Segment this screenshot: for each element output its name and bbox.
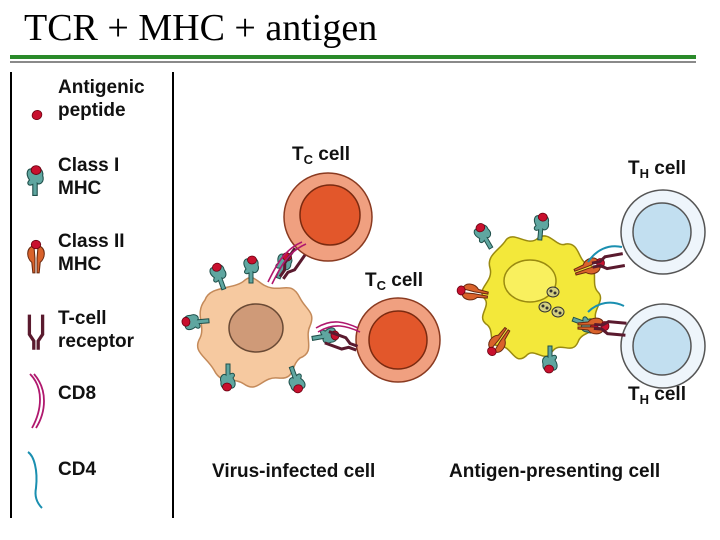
apc-nucleus [503, 259, 557, 303]
legend-right-border [172, 72, 174, 518]
tc-cell-top-nucleus [299, 184, 361, 246]
tc-cell-right-label: TC cell [365, 270, 423, 293]
page-title: TCR + MHC + antigen [24, 7, 378, 49]
legend-tcr-icon [27, 312, 45, 352]
legend-mhc2-icon [27, 239, 45, 274]
th-cell-top-label: TH cell [628, 158, 686, 181]
tc-right-cd8 [315, 321, 361, 333]
th-bottom-cd4 [587, 301, 625, 313]
th-top-cd4 [587, 245, 623, 263]
virus-cell-nucleus [228, 303, 284, 353]
legend-cd4-icon [27, 451, 43, 509]
th-cell-top-nucleus [632, 202, 692, 262]
legend-peptide-icon [30, 108, 44, 122]
apc-vesicles [538, 286, 565, 318]
tc-cell-right-nucleus [368, 310, 428, 370]
legend-cd4: CD4 [58, 459, 97, 480]
title-underline-gray [10, 61, 696, 63]
antigen-presenting-cell-label: Antigen-presenting cell [449, 461, 661, 482]
title-underline-green [10, 55, 696, 59]
legend-left-border [10, 72, 12, 518]
th-cell-bottom-label: TH cell [628, 384, 686, 407]
apc-mhc2-a [455, 281, 490, 304]
legend-cd8: CD8 [58, 383, 97, 404]
virus-infected-cell-label: Virus-infected cell [212, 461, 376, 482]
apc-mhc1-a [470, 220, 498, 253]
th-cell-bottom-nucleus [632, 316, 692, 376]
tc-top-cd8 [267, 241, 307, 285]
legend-cd8-icon [29, 373, 45, 429]
legend-mhc1-icon [26, 165, 44, 196]
tc-cell-top-label: TC cell [292, 144, 350, 167]
